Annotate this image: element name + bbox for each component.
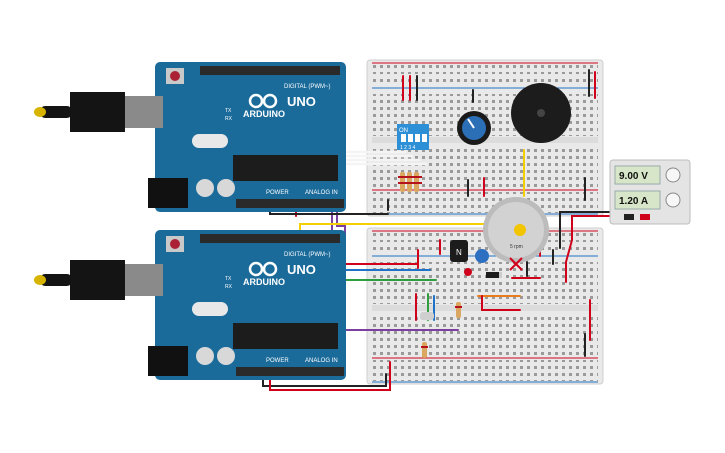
piezo-buzzer (511, 83, 571, 143)
resistor-bottom-1 (455, 302, 462, 318)
rgb-led-legs (420, 312, 434, 320)
motor-label: 5 rpm (510, 244, 523, 250)
arduino-top-brand: ARDUINO (243, 109, 285, 119)
arduino-uno-top[interactable]: ARDUINO UNO DIGITAL (PWM~) POWER ANALOG … (34, 62, 346, 212)
diode (486, 272, 502, 278)
transistor-label: N (456, 248, 462, 257)
resistor-array-top (398, 172, 422, 192)
arduino-top-model: UNO (287, 94, 316, 109)
current-knob[interactable] (665, 192, 681, 208)
capacitor (475, 249, 489, 263)
arduino-top-digital-label: DIGITAL (PWM~) (284, 84, 331, 90)
arduino-uno-bottom[interactable]: ARDUINO UNO DIGITAL (PWM~) POWER ANALOG … (34, 230, 346, 380)
dc-motor[interactable]: 5 rpm (483, 197, 549, 263)
power-supply[interactable]: 9.00 V 1.20 A (609, 159, 691, 225)
potentiometer[interactable] (457, 111, 491, 145)
jumper-x (509, 257, 523, 271)
arduino-top-rx: RX (225, 116, 233, 122)
dip-switch-numbers: 1 2 3 4 (400, 145, 416, 151)
arduino-top-analog-label: ANALOG IN (305, 190, 338, 196)
arduino-bottom-model: UNO (287, 262, 316, 277)
arduino-bottom-brand: ARDUINO (243, 277, 285, 287)
supply-current: 1.20 A (619, 196, 648, 207)
npn-transistor[interactable]: N (450, 240, 468, 262)
arduino-bottom-rx: RX (225, 284, 233, 290)
arduino-bottom-power-label: POWER (266, 358, 289, 364)
led-rgb (464, 268, 472, 276)
resistor-bottom-2 (421, 342, 428, 358)
arduino-top-infinity-logo (248, 93, 278, 109)
arduino-bottom-digital-label: DIGITAL (PWM~) (284, 252, 331, 258)
voltage-knob[interactable] (665, 167, 681, 183)
breadboard-bottom[interactable] (366, 227, 604, 385)
arduino-bottom-analog-label: ANALOG IN (305, 358, 338, 364)
arduino-top-power-label: POWER (266, 190, 289, 196)
dip-switch-on-label: ON (399, 128, 408, 134)
supply-voltage: 9.00 V (619, 171, 648, 182)
arduino-top-tx: TX (225, 108, 232, 114)
arduino-bottom-tx: TX (225, 276, 232, 282)
arduino-bottom-infinity-logo (248, 261, 278, 277)
dip-switch[interactable]: ON 1 2 3 4 (397, 124, 429, 151)
